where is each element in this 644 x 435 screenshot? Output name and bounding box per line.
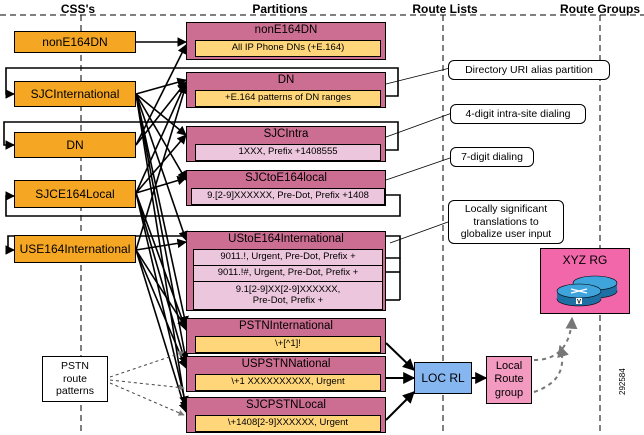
partition-nonE164DN: nonE164DN All IP Phone DNs (+E.164) [186, 22, 386, 60]
rg-link [533, 316, 578, 393]
partition-UStoE164International: UStoE164International 9011.!, Urgent, Pr… [186, 231, 386, 311]
header-route-groups: Route Groups [560, 2, 640, 16]
pattern-multiline: 9.1[2-9]XX[2-9]XXXXXX, Pre-Dot, Prefix + [193, 281, 383, 310]
lrg-line: Local [495, 360, 523, 373]
partition-PSTNInternational: PSTNInternational \+[^1]! [186, 318, 386, 354]
css-to-partition-arrows [135, 37, 190, 413]
pstn-route-patterns: PSTN route patterns [42, 356, 108, 402]
local-route-group: Local Route group [486, 356, 532, 404]
router-icon: V [556, 275, 618, 307]
partition-title: SJCIntra [263, 128, 309, 140]
partition-title: SJCPSTNLocal [246, 399, 326, 411]
css-SJCInternational: SJCInternational [14, 81, 136, 107]
pattern: \+1408[2-9]XXXXXX, Urgent [195, 415, 381, 432]
route-group-xyz: XYZ RG V [540, 248, 630, 314]
loopback-lines [3, 67, 401, 301]
callout-seven-digit: 7-digit dialing [450, 147, 534, 167]
partition-SJCtoE164local: SJCtoE164local 9.[2-9]XXXXXX, Pre-Dot, P… [186, 170, 386, 206]
pattern: All IP Phone DNs (+E.164) [195, 40, 381, 57]
pstn-line: PSTN [60, 360, 89, 373]
partition-title: UStoE164International [228, 233, 344, 245]
header-partitions: Partitions [252, 2, 308, 16]
lrg-line: Route [494, 373, 524, 386]
partition-SJCIntra: SJCIntra 1XXX, Prefix +1408555 [186, 126, 386, 162]
svg-text:V: V [577, 300, 581, 306]
pattern: 9011.!#, Urgent, Pre-Dot, Prefix + [193, 265, 383, 282]
route-list-loc-rl: LOC RL [414, 362, 472, 394]
partition-to-rl-arrows [385, 342, 488, 421]
pattern: +E.164 patterns of DN ranges [195, 90, 381, 107]
partition-title: DN [277, 74, 295, 86]
partition-title: USPSTNNational [241, 358, 331, 370]
pattern-line: 9.1[2-9]XX[2-9]XXXXXX, [235, 283, 341, 295]
figure-id: 292584 [618, 368, 627, 395]
callout-four-digit: 4-digit intra-site dialing [450, 104, 586, 124]
partition-USPSTNNational: USPSTNNational \+1 XXXXXXXXXX, Urgent [186, 356, 386, 392]
header-route-lists: Route Lists [412, 2, 478, 16]
partition-SJCPSTNLocal: SJCPSTNLocal \+1408[2-9]XXXXXX, Urgent [186, 397, 386, 433]
partition-title: nonE164DN [254, 24, 318, 36]
callout-line: Locally significant [464, 203, 548, 216]
callout-line: globalize user input [460, 228, 552, 241]
css-USE164International: USE164International [14, 235, 136, 263]
css-nonE164DN: nonE164DN [14, 31, 136, 53]
header-css: CSS's [60, 2, 96, 16]
callout-directory-uri: Directory URI alias partition [448, 60, 610, 80]
partition-title: SJCtoE164local [245, 172, 327, 184]
pattern-line: Pre-Dot, Prefix + [252, 294, 324, 306]
pattern: 9011.!, Urgent, Pre-Dot, Prefix + [193, 249, 383, 266]
css-SJCE164Local: SJCE164Local [14, 180, 136, 208]
lrg-line: group [494, 386, 524, 399]
pattern: \+1 XXXXXXXXXX, Urgent [195, 374, 381, 391]
partition-title: PSTNInternational [239, 320, 333, 332]
callout-leaders [385, 67, 453, 244]
pstn-pattern-arrows [109, 350, 185, 416]
pstn-line: route [63, 372, 87, 385]
pattern: 1XXX, Prefix +1408555 [195, 144, 381, 161]
pstn-line: patterns [56, 385, 94, 398]
callout-line: translations to [473, 215, 539, 228]
partition-DN: DN +E.164 patterns of DN ranges [186, 72, 386, 108]
css-DN: DN [14, 132, 136, 158]
callout-local-translations: Locally significant translations to glob… [448, 200, 564, 244]
pattern: \+[^1]! [195, 336, 381, 353]
pattern: 9.[2-9]XXXXXX, Pre-Dot, Prefix +1408 [191, 188, 385, 205]
route-group-title: XYZ RG [562, 253, 608, 267]
